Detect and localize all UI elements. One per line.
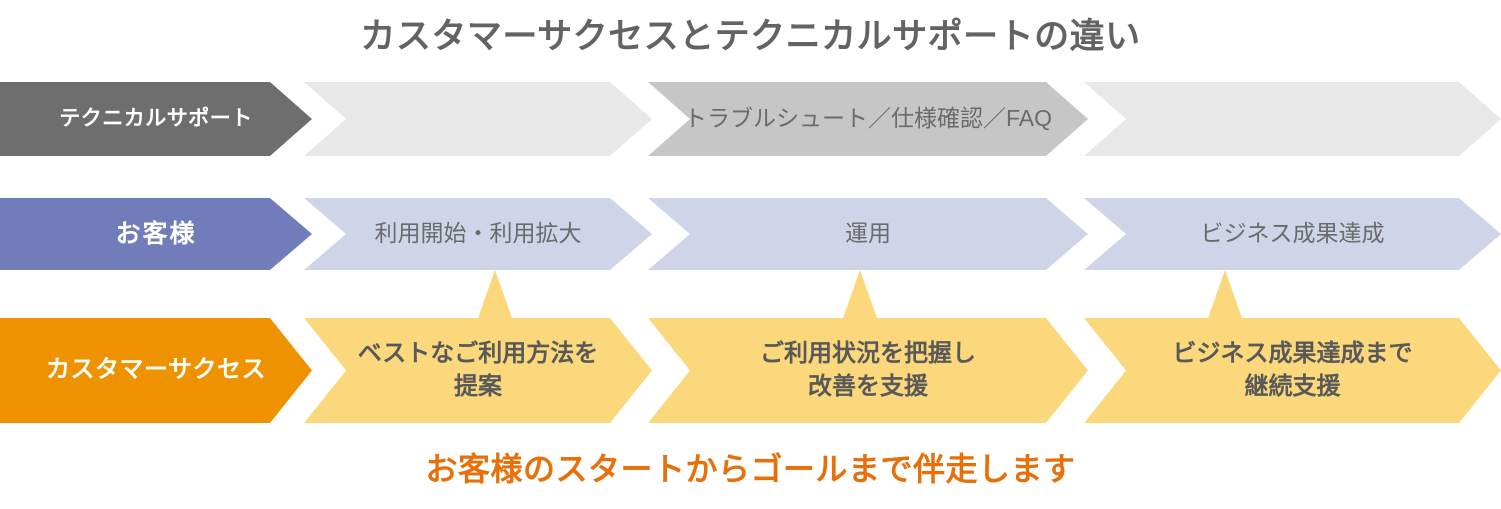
connector-arrow-icon-1 [478,270,512,318]
segment-customer-3: ビジネス成果達成 [1084,198,1501,270]
segment-text: 運用 [845,220,891,247]
segment-customer-1: 利用開始・利用拡大 [304,198,652,270]
segment-text: ベストなご利用方法を 提案 [357,340,599,400]
segment-technical-support-1 [304,82,652,156]
row-label-text: テクニカルサポート [59,106,253,130]
segment-technical-support-2: トラブルシュート／仕様確認／FAQ [648,82,1088,156]
row-customer: お客様 利用開始・利用拡大 運用 ビジネス成果達成 [0,198,1501,270]
segment-customer-success-2: ご利用状況を把握し 改善を支援 [648,318,1088,423]
segment-customer-success-3: ビジネス成果達成まで 継続支援 [1084,318,1501,423]
footer-caption: お客様のスタートからゴールまで伴走します [425,451,1076,487]
row-label-customer: お客様 [0,198,312,270]
connector-arrow-icon-3 [1208,270,1242,318]
segment-text: ご利用状況を把握し 改善を支援 [760,340,976,400]
row-label-text: カスタマーサクセス [45,356,267,384]
segment-text: ビジネス成果達成 [1200,220,1385,247]
row-customer-success: カスタマーサクセス ベストなご利用方法を 提案 ご利用状況を把握し 改善を支援 … [0,318,1501,423]
row-label-technical-support: テクニカルサポート [0,82,312,156]
segment-customer-success-1: ベストなご利用方法を 提案 [304,318,652,423]
segment-customer-2: 運用 [648,198,1088,270]
row-technical-support: テクニカルサポート トラブルシュート／仕様確認／FAQ [0,82,1501,156]
row-label-customer-success: カスタマーサクセス [0,318,312,423]
segment-text: ビジネス成果達成まで 継続支援 [1172,340,1413,400]
row-label-text: お客様 [115,220,197,248]
segment-text: 利用開始・利用拡大 [374,220,582,247]
segment-technical-support-3 [1084,82,1501,156]
segment-text: トラブルシュート／仕様確認／FAQ [683,105,1052,132]
connector-arrow-icon-2 [843,270,877,318]
page-title: カスタマーサクセスとテクニカルサポートの違い [360,17,1141,56]
